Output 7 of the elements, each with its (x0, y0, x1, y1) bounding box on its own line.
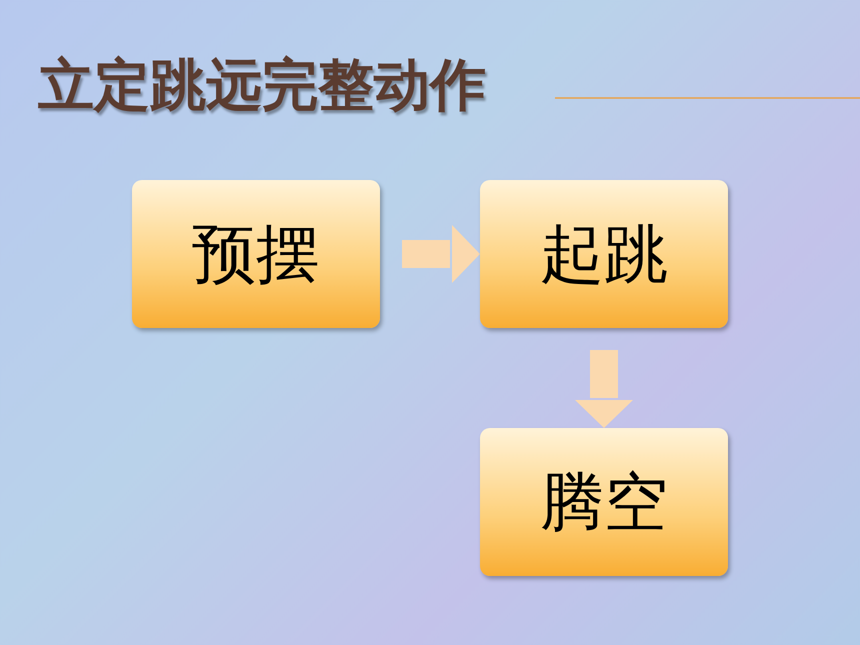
box-label: 腾空 (540, 464, 668, 542)
box-label: 预摆 (192, 216, 320, 294)
process-box (480, 180, 728, 328)
process-box (480, 428, 728, 576)
process-box (132, 180, 380, 328)
title: 立定跳远完整动作 (38, 52, 486, 120)
box-label: 起跳 (540, 216, 668, 294)
